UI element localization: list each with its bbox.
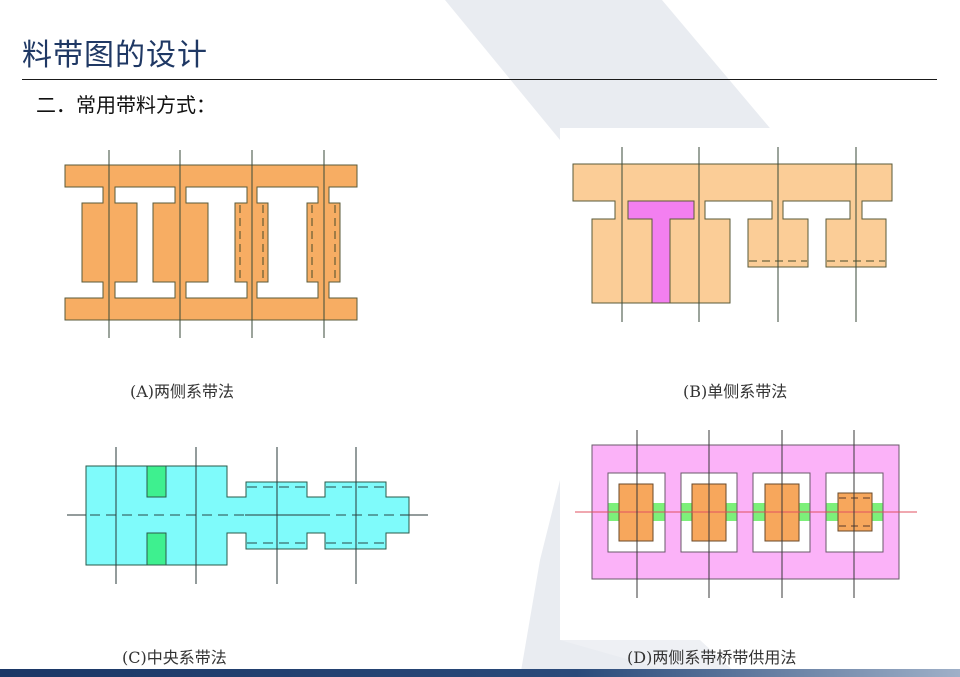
slide-title: 料带图的设计 (22, 38, 208, 73)
diagram-c-center-carrier (67, 447, 428, 584)
diagram-a-two-side-carrier (64, 150, 358, 338)
background-diagonal-band-lower (520, 480, 690, 677)
title-divider (22, 79, 937, 80)
caption-b: (B)单侧系带法 (683, 382, 788, 401)
pierced-hole (146, 532, 167, 566)
caption-c: (C)中央系带法 (122, 648, 227, 667)
t-shaped-part (627, 200, 695, 304)
slide-subtitle: 二．常用带料方式： (36, 93, 216, 117)
background-diagonal-band-lower-right (560, 640, 740, 677)
background-diagonal-band (445, 0, 780, 140)
diagram-d-two-side-bridge-carrier (575, 430, 917, 598)
carrier-strip-with-parts (572, 163, 893, 304)
pierced-hole (146, 465, 167, 498)
caption-a: (A)两侧系带法 (130, 382, 235, 401)
caption-d: (D)两侧系带桥带供用法 (627, 648, 797, 667)
diagram-b-single-side-carrier (572, 147, 893, 322)
top-carrier-strip (64, 164, 358, 188)
bottom-carrier-strip (64, 297, 358, 321)
footer-bar (0, 669, 960, 677)
